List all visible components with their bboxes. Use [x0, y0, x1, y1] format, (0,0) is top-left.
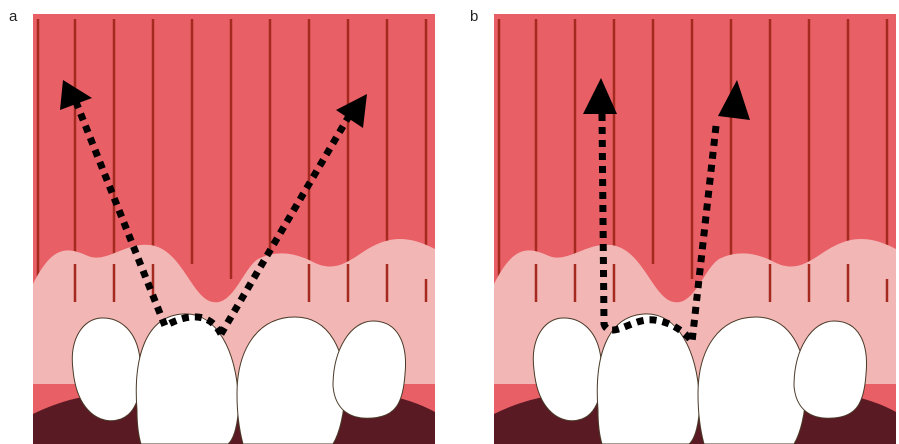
- panel-a-svg: [33, 14, 435, 444]
- panel-b-label: b: [470, 8, 478, 25]
- panel-b-illustration: [494, 14, 896, 444]
- panel-a-illustration: [33, 14, 435, 444]
- panel-a-label: a: [9, 8, 17, 25]
- panel-b-svg: [494, 14, 896, 444]
